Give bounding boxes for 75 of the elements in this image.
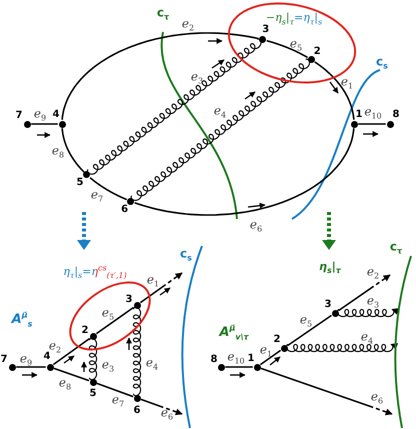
line — [61, 128, 85, 173]
gluon-line — [88, 338, 98, 380]
edge-label: e$_{7}$ — [112, 393, 124, 409]
gluon-line — [336, 308, 400, 318]
edge-label: e$_{4}$ — [146, 356, 158, 372]
line — [96, 306, 134, 334]
edge-label: e$_{9}$ — [34, 107, 46, 123]
edge-label: e$_{9}$ — [20, 352, 32, 368]
edge-label: e$_{5}$ — [290, 37, 302, 53]
edge-label: e$_{7}$ — [90, 188, 104, 204]
line — [225, 366, 253, 368]
line — [134, 128, 355, 216]
vertex-number: 5 — [76, 178, 84, 188]
vertex-number: 1 — [248, 354, 254, 364]
vertex-number: 8 — [392, 110, 400, 120]
cut-label: c$_{τ}$ — [156, 6, 170, 22]
vertex-number: 3 — [324, 300, 332, 310]
cut-label: c$_{s}$ — [376, 55, 388, 71]
vertex-number: 7 — [0, 355, 8, 365]
edge-label: e$_{5}$ — [102, 306, 114, 322]
vertex-number: 3 — [262, 24, 270, 35]
edge-label: e$_{6}$ — [370, 390, 384, 406]
vertex-number: 3 — [126, 295, 132, 305]
vertex-number: 2 — [274, 335, 280, 345]
edge-label: e$_{10}$ — [364, 105, 382, 121]
edge-label: e$_{2}$ — [182, 17, 194, 33]
vertex-number: 1 — [356, 110, 362, 120]
line — [338, 274, 391, 312]
line — [61, 32, 259, 120]
vertex-number: 4 — [44, 352, 50, 362]
edge-label: e$_{8}$ — [52, 144, 64, 160]
edge-label: e$_{6}$ — [250, 218, 262, 234]
cut-label: c$_{τ}$ — [390, 240, 402, 256]
cut-label: c$_{s}$ — [180, 247, 192, 263]
line — [260, 350, 282, 366]
edge-label: e$_{3}$ — [190, 70, 204, 86]
gluon-line — [132, 306, 142, 396]
edge-label: e$_{8}$ — [58, 376, 72, 392]
line — [287, 314, 332, 346]
line — [52, 338, 90, 366]
vertex-number: 5 — [90, 389, 96, 399]
vertex-number: 2 — [314, 46, 321, 57]
line — [140, 398, 183, 416]
edge-label: e$_{1}$ — [340, 75, 354, 91]
edge-label: e$_{5}$ — [300, 313, 312, 329]
vertex-number: 6 — [121, 205, 128, 216]
vertex-number: 7 — [16, 111, 22, 121]
gluon-line — [130, 58, 310, 201]
vertex-number: 2 — [82, 326, 88, 336]
edge-label: e$_{2}$ — [366, 265, 380, 281]
edge-label: e$_{10}$ — [227, 350, 245, 366]
line — [260, 368, 393, 416]
edge-label: e$_{6}$ — [160, 406, 174, 422]
line — [16, 366, 46, 368]
edge-label: e$_{3}$ — [102, 358, 114, 374]
line — [31, 123, 58, 125]
gluon-line — [286, 343, 398, 352]
line — [358, 123, 386, 125]
edge-label: e$_{4}$ — [214, 104, 226, 120]
vertex-number: 8 — [210, 355, 218, 365]
line — [90, 177, 128, 200]
vertex-number: 6 — [134, 406, 140, 416]
vertex-number: 4 — [52, 110, 60, 120]
line — [54, 368, 90, 382]
line — [140, 272, 183, 304]
line — [266, 40, 308, 58]
line — [96, 382, 134, 398]
edge-label: e$_{3}$ — [366, 294, 380, 310]
line — [314, 61, 355, 120]
edge-label: e$_{2}$ — [48, 339, 62, 355]
edge-label: e$_{4}$ — [360, 330, 374, 346]
formula: η$_{s}$|$_{τ}$ — [319, 260, 341, 276]
gluon-line — [86, 38, 262, 175]
edge-label: e$_{1}$ — [260, 343, 272, 359]
edge-label: e$_{1}$ — [146, 273, 160, 289]
